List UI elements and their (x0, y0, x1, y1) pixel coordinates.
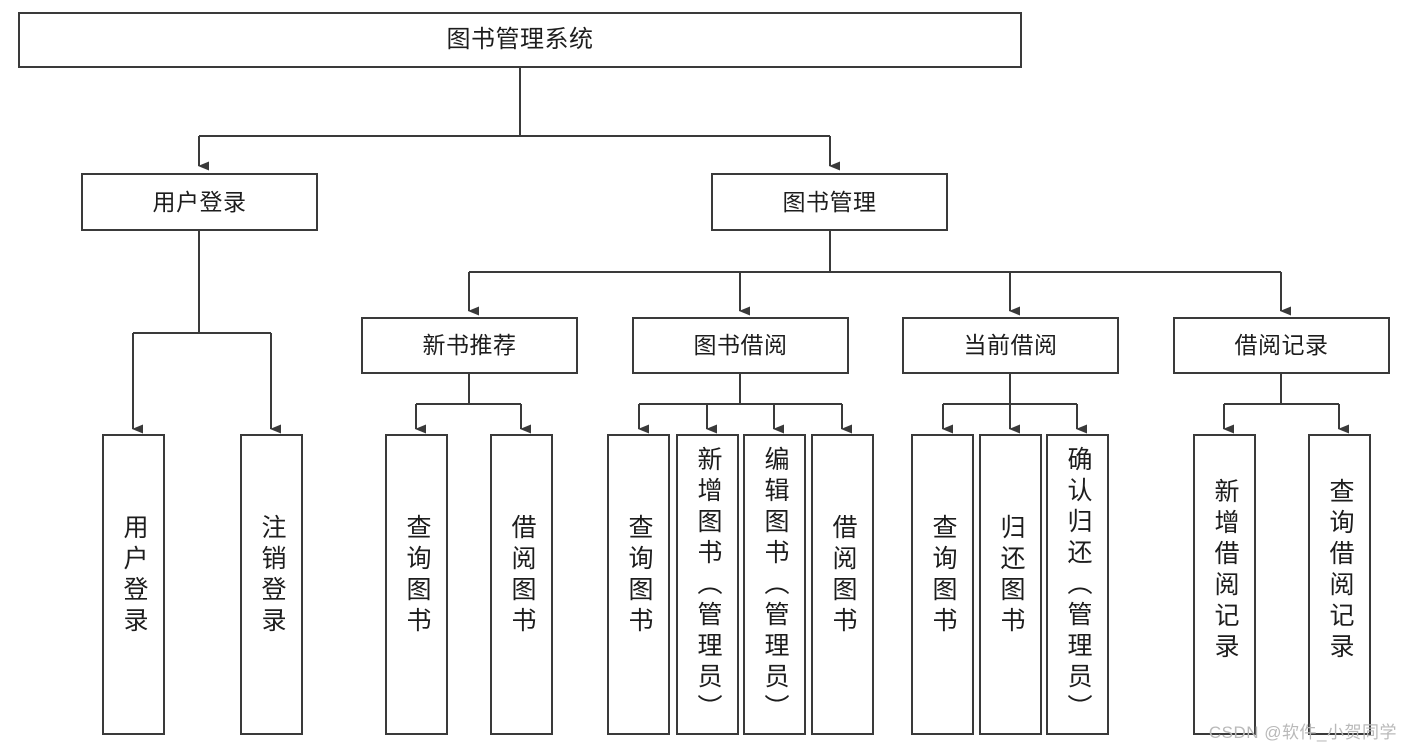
node-label: 查询图书 (403, 514, 431, 638)
node-label: 借阅图书 (508, 514, 536, 638)
node-label: 新增图书（管理员） (694, 446, 722, 725)
node-label: 归还图书 (997, 514, 1025, 638)
csdn-watermark: CSDN @软件_小贺同学 (1208, 723, 1397, 742)
node-leaf-query-book-2[interactable]: 查询图书 (607, 434, 670, 735)
node-leaf-user-login[interactable]: 用户登录 (102, 434, 165, 735)
node-new-book-recommend[interactable]: 新书推荐 (361, 317, 578, 374)
node-book-borrow[interactable]: 图书借阅 (632, 317, 849, 374)
node-label: 用户登录 (120, 514, 148, 638)
node-label: 新增借阅记录 (1211, 478, 1239, 664)
node-label: 借阅图书 (829, 514, 857, 638)
node-book-management[interactable]: 图书管理 (711, 173, 948, 231)
node-leaf-add-book[interactable]: 新增图书（管理员） (676, 434, 739, 735)
node-leaf-confirm-return[interactable]: 确认归还（管理员） (1046, 434, 1109, 735)
node-label: 查询图书 (929, 514, 957, 638)
node-leaf-query-record[interactable]: 查询借阅记录 (1308, 434, 1371, 735)
node-label: 当前借阅 (963, 332, 1058, 359)
node-leaf-borrow-book-1[interactable]: 借阅图书 (490, 434, 553, 735)
node-label: 借阅记录 (1234, 332, 1329, 359)
node-label: 新书推荐 (422, 332, 517, 359)
node-label: 图书管理系统 (446, 26, 594, 54)
node-root-system[interactable]: 图书管理系统 (18, 12, 1022, 68)
node-leaf-borrow-book-2[interactable]: 借阅图书 (811, 434, 874, 735)
node-leaf-query-book-1[interactable]: 查询图书 (385, 434, 448, 735)
node-label: 查询借阅记录 (1326, 478, 1354, 664)
node-user-login[interactable]: 用户登录 (81, 173, 318, 231)
node-leaf-add-record[interactable]: 新增借阅记录 (1193, 434, 1256, 735)
node-label: 图书管理 (782, 188, 877, 215)
node-label: 用户登录 (152, 188, 247, 215)
node-leaf-edit-book[interactable]: 编辑图书（管理员） (743, 434, 806, 735)
node-label: 图书借阅 (693, 332, 788, 359)
node-leaf-return-book[interactable]: 归还图书 (979, 434, 1042, 735)
node-leaf-query-book-3[interactable]: 查询图书 (911, 434, 974, 735)
node-label: 注销登录 (258, 514, 286, 638)
node-label: 查询图书 (625, 514, 653, 638)
node-current-borrow[interactable]: 当前借阅 (902, 317, 1119, 374)
node-label: 编辑图书（管理员） (761, 446, 789, 725)
node-leaf-user-logout[interactable]: 注销登录 (240, 434, 303, 735)
node-label: 确认归还（管理员） (1064, 446, 1092, 725)
node-borrow-record[interactable]: 借阅记录 (1173, 317, 1390, 374)
